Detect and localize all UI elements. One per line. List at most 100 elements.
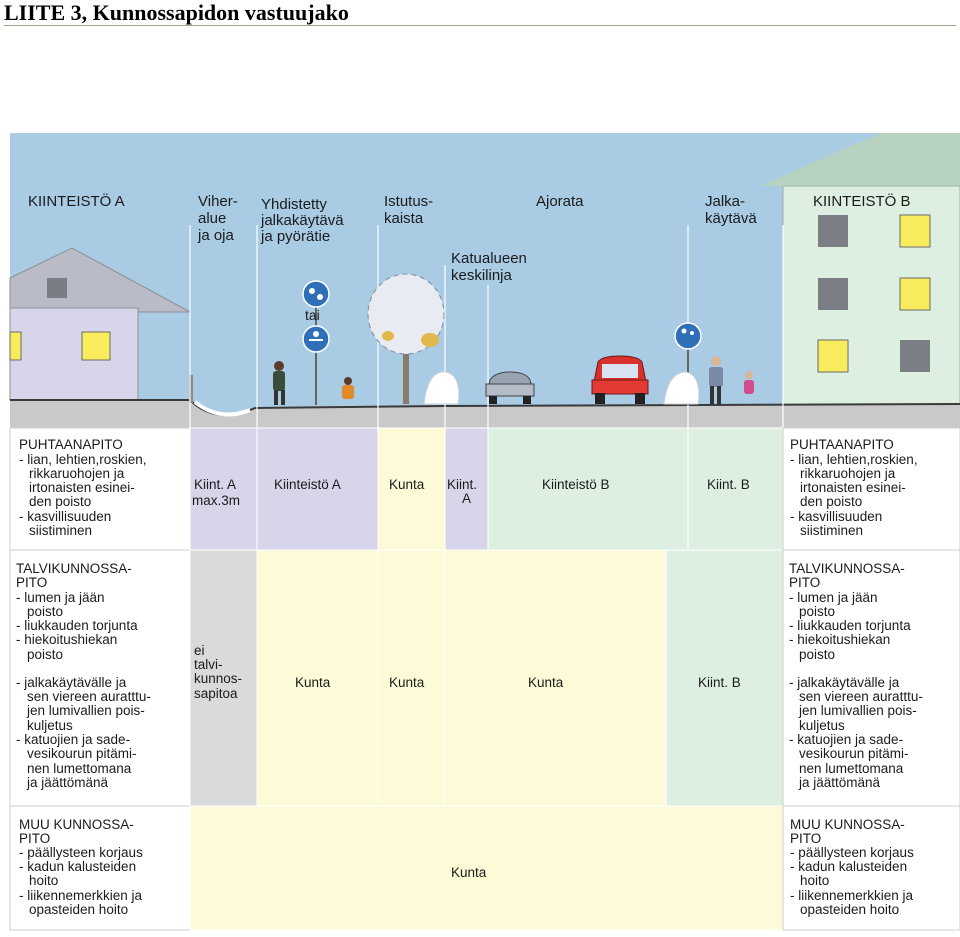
ground-section [10, 375, 960, 428]
desc-line: - päällysteen korjaus [790, 845, 914, 860]
cell-text-line: max.3m [192, 493, 240, 508]
house-a-illustration [9, 247, 191, 401]
desc-line: - kadun kalusteiden [790, 859, 907, 874]
cell-koko-text: Kunta [451, 865, 487, 880]
desc-muu-right: MUU KUNNOSSA- PITO - päällysteen korjaus… [790, 817, 918, 917]
desc-line: PITO [790, 831, 821, 846]
label-yhdistetty-line: ja pyörätie [260, 228, 330, 245]
snow-pile-right [663, 371, 700, 405]
desc-line: - katuojien ja sade- [789, 732, 903, 747]
row-talvikunnossapito: ei talvi- kunnos- sapitoa Kunta Kunta Ku… [9, 549, 960, 807]
desc-muu-left: MUU KUNNOSSA- PITO - päällysteen korjaus… [19, 817, 147, 917]
desc-line: - liikennemerkkien ja [19, 888, 143, 903]
cell-text-line: A [462, 491, 471, 506]
cell-viher [189, 549, 258, 807]
desc-line: PITO [16, 575, 47, 590]
desc-line: TALVIKUNNOSSA- [16, 561, 132, 576]
cell-desc-left [9, 549, 191, 807]
desc-line: jen lumivallien pois- [26, 703, 145, 718]
desc-line: rikkaruohojen ja [800, 466, 896, 481]
cell-viher-text: ei talvi- kunnos- sapitoa [194, 643, 246, 701]
cell-desc-left [9, 427, 191, 551]
row-puhtaanapito: Kiint. A max.3m Kiinteistö A Kunta Kiint… [9, 427, 960, 551]
cell-text-line: talvi- [194, 657, 223, 672]
desc-line: - lumen ja jään [789, 590, 878, 605]
label-viheralue-line: alue [198, 210, 226, 227]
desc-line: - jalkakäytävälle ja [789, 675, 900, 690]
desc-line: kuljetus [799, 718, 845, 733]
desc-line: kuljetus [27, 718, 73, 733]
desc-line: - liikennemerkkien ja [790, 888, 914, 903]
cell-ajorata [444, 549, 667, 807]
label-keskilinja: Katualueen keskilinja [451, 250, 531, 284]
desc-line: irtonaisten esinei- [29, 480, 135, 495]
desc-line: den poisto [800, 494, 862, 509]
cell-yhdistetty-text: Kunta [295, 675, 331, 690]
row-muu-kunnossapito: Kunta MUU KUNNOSSA- PITO - päällysteen k… [9, 805, 960, 931]
cell-viher-text: Kiint. A max.3m [192, 477, 240, 508]
label-viheralue: Viher- alue ja oja [197, 193, 242, 244]
desc-line: PUHTAANAPITO [790, 437, 894, 452]
cell-istutus [377, 549, 446, 807]
desc-talvi-left: TALVIKUNNOSSA- PITO - lumen ja jään pois… [16, 561, 155, 790]
cell-kapea-text: Kiint. A [447, 477, 481, 506]
desc-line: - lian, lehtien,roskien, [790, 452, 918, 467]
desc-line: sen viereen auratttu- [799, 689, 923, 704]
car-grey [485, 371, 535, 404]
desc-line: - kasvillisuuden [19, 509, 111, 524]
label-kiinteisto-a: KIINTEISTÖ A [28, 192, 125, 210]
cell-desc-right [782, 549, 960, 807]
cell-istutus-text: Kunta [389, 477, 425, 492]
desc-line: vesikourun pitämi- [799, 746, 909, 761]
label-istutuskaista: Istutus- kaista [384, 193, 437, 227]
desc-line: - hiekoitushiekan [789, 632, 890, 647]
label-yhdistetty-line: jalkakäytävä [260, 212, 344, 229]
label-istutuskaista-line: Istutus- [384, 193, 433, 210]
cell-yhdistetty [256, 427, 379, 551]
desc-line: - lumen ja jään [16, 590, 105, 605]
desc-line: ja jäättömänä [26, 775, 109, 790]
desc-line: TALVIKUNNOSSA- [789, 561, 905, 576]
cell-text-line: sapitoa [194, 686, 238, 701]
label-yhdistetty: Yhdistetty jalkakäytävä ja pyörätie [260, 196, 348, 245]
desc-line: nen lumettomana [799, 761, 904, 776]
cell-text-line: ei [194, 643, 205, 658]
desc-line: hoito [29, 873, 58, 888]
desc-line: PUHTAANAPITO [19, 437, 123, 452]
page-title: LIITE 3, Kunnossapidon vastuujako [4, 0, 349, 25]
cell-koko-alue [189, 805, 784, 931]
label-keskilinja-line: Katualueen [451, 250, 527, 267]
desc-line: poisto [799, 604, 835, 619]
cell-istutus [377, 427, 446, 551]
cell-yhdistetty-text: Kiinteistö A [274, 477, 341, 492]
desc-line: - lian, lehtien,roskien, [19, 452, 147, 467]
cell-text-line: Kiint. A [194, 477, 236, 492]
desc-line: opasteiden hoito [29, 902, 128, 917]
snow-pile-left [423, 371, 460, 405]
desc-line: ja jäättömänä [798, 775, 881, 790]
desc-puhtaanapito-right: PUHTAANAPITO - lian, lehtien,roskien, ri… [790, 437, 921, 538]
desc-line: hoito [800, 873, 829, 888]
label-viheralue-line: ja oja [197, 227, 235, 244]
cell-desc-right [782, 427, 960, 551]
desc-line: - kadun kalusteiden [19, 859, 136, 874]
desc-line: sen viereen auratttu- [27, 689, 151, 704]
desc-line: PITO [789, 575, 820, 590]
desc-line: poisto [27, 604, 63, 619]
desc-line: siistiminen [29, 523, 92, 538]
cell-desc-right [782, 805, 960, 931]
desc-line: MUU KUNNOSSA- [19, 817, 134, 832]
label-tai: tai [305, 307, 320, 323]
cell-jalka-text: Kiint. B [707, 477, 750, 492]
cell-text-line: kunnos- [194, 671, 242, 686]
car-red [591, 355, 649, 404]
desc-line: irtonaisten esinei- [800, 480, 906, 495]
traffic-sign-combined-path [302, 280, 330, 405]
cell-viher [189, 427, 258, 551]
desc-line: PITO [19, 831, 50, 846]
desc-line: - liukkauden torjunta [16, 618, 138, 633]
label-viheralue-line: Viher- [198, 193, 238, 210]
desc-line: - päällysteen korjaus [19, 845, 143, 860]
label-yhdistetty-line: Yhdistetty [261, 196, 327, 213]
